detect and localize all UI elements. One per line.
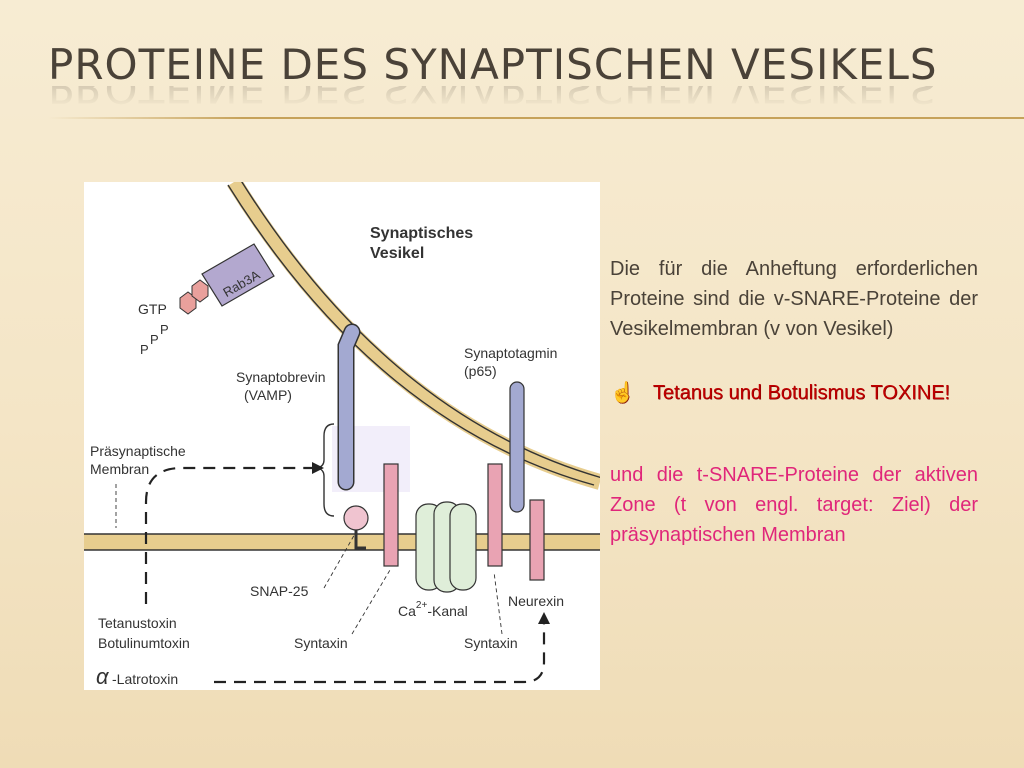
membrane-label-line1: Präsynaptische — [90, 443, 186, 459]
syntaxin-left-label: Syntaxin — [294, 635, 348, 651]
paragraph-tsnare: und die t-SNARE-Proteine der aktiven Zon… — [610, 464, 978, 546]
synaptobrevin-label-line2: (VAMP) — [244, 387, 292, 403]
toxin-label-line2: Botulinumtoxin — [98, 635, 190, 651]
gtp-label: GTP — [138, 301, 167, 317]
synapse-diagram: Rab3A GTP P P P Synaptisches Vesikel Syn… — [84, 182, 600, 690]
paragraph-vsnare: Die für die Anheftung erforderlichen Pro… — [610, 258, 978, 340]
docking-brace — [315, 423, 335, 517]
phosphate-label-2: P — [150, 332, 159, 347]
presynaptic-membrane — [84, 533, 600, 551]
neurexin-protein — [529, 499, 545, 581]
leader-lines — [115, 484, 503, 635]
phosphate-label-3: P — [140, 342, 149, 357]
hand-pointing-icon: ☝ — [610, 382, 635, 404]
syntaxin-left-protein — [383, 463, 399, 567]
snap25-label: SNAP-25 — [250, 583, 309, 599]
calcium-channel — [415, 501, 477, 593]
gtp-molecule — [179, 291, 197, 315]
neurexin-label: Neurexin — [508, 593, 564, 609]
vesicle-membrane — [227, 182, 600, 490]
synaptotagmin-label-line2: (p65) — [464, 363, 497, 379]
rab3a-protein: Rab3A — [201, 243, 275, 307]
phosphate-label-1: P — [160, 322, 169, 337]
snap25-protein — [343, 505, 369, 550]
membrane-label-line2: Membran — [90, 461, 149, 477]
slide-title: PROTEINE DES SYNAPTISCHEN VESIKELS — [48, 40, 938, 89]
paragraph-toxins: ☝ Tetanus und Botulismus TOXINE! — [610, 378, 978, 408]
vesicle-label-line1: Synaptisches — [370, 225, 473, 242]
toxins-text: Tetanus und Botulismus TOXINE! — [652, 382, 951, 404]
ca-channel-label: Ca2+-Kanal — [398, 600, 468, 619]
title-reflection: PROTEINE DES SYNAPTISCHEN VESIKELS — [48, 86, 938, 108]
vesicle-label-line2: Vesikel — [370, 245, 424, 262]
syntaxin-right-label: Syntaxin — [464, 635, 518, 651]
gtp-molecule-secondary — [191, 279, 209, 303]
syntaxin-right-protein — [487, 463, 503, 567]
arrowhead-up — [538, 612, 550, 624]
toxin-pathway-arrows — [144, 466, 546, 684]
synaptobrevin-label-line1: Synaptobrevin — [236, 369, 326, 385]
synaptotagmin-label-line1: Synaptotagmin — [464, 345, 557, 361]
arrowhead-right — [312, 462, 324, 474]
toxin-label-line1: Tetanustoxin — [98, 615, 177, 631]
title-divider — [48, 117, 1024, 119]
text-column: Die für die Anheftung erforderlichen Pro… — [610, 254, 978, 550]
alpha-symbol: α — [96, 664, 110, 689]
synaptobrevin-protein — [337, 323, 361, 491]
latrotoxin-label: -Latrotoxin — [112, 671, 178, 687]
synaptotagmin-protein — [509, 381, 525, 513]
